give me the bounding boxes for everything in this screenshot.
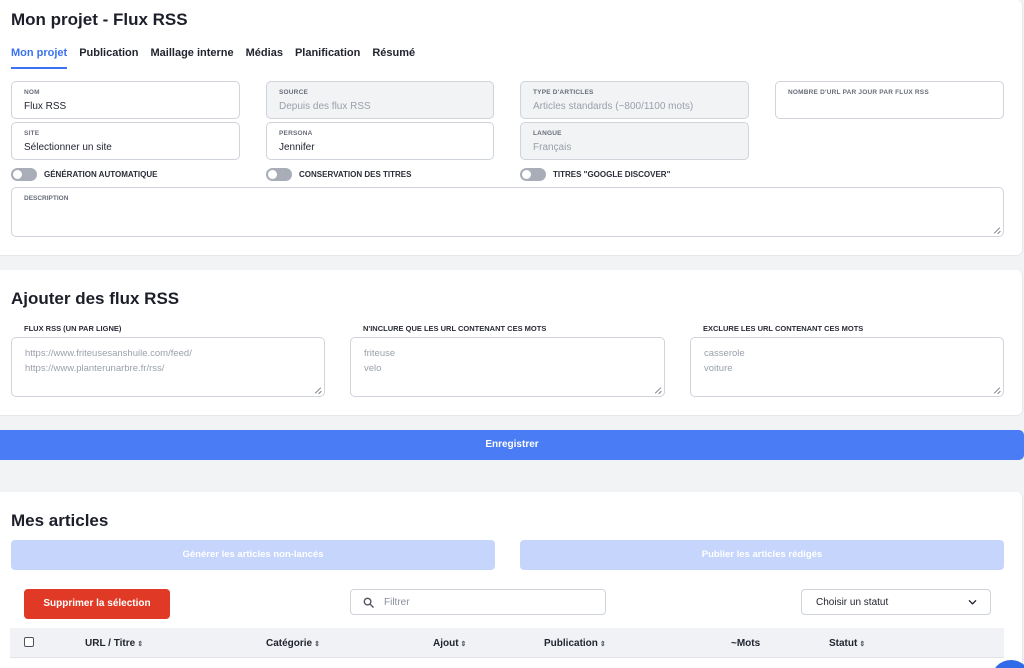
type-articles-value: Articles standards (~800/1100 mots)	[533, 101, 694, 112]
sort-icon: ⇕	[460, 641, 467, 648]
toggle-generation-automatique[interactable]: GÉNÉRATION AUTOMATIQUE	[11, 168, 157, 181]
status-select[interactable]: Choisir un statut	[801, 589, 991, 615]
chat-bubble-button[interactable]	[991, 660, 1024, 668]
feeds-label: FLUX RSS (UN PAR LIGNE)	[24, 324, 122, 333]
toggle-label: GÉNÉRATION AUTOMATIQUE	[44, 170, 158, 179]
type-articles-label: TYPE D'ARTICLES	[533, 89, 594, 96]
resize-handle-icon[interactable]	[994, 387, 1001, 394]
langue-value: Français	[533, 142, 572, 153]
nom-label: NOM	[24, 89, 40, 96]
tab-medias[interactable]: Médias	[245, 47, 283, 59]
exclude-placeholder: casserole voiture	[704, 348, 745, 374]
source-field: SOURCE Depuis des flux RSS	[266, 81, 494, 119]
select-all-checkbox[interactable]	[24, 637, 34, 647]
nom-field[interactable]: NOM Flux RSS	[11, 81, 240, 119]
filter-placeholder: Filtrer	[384, 597, 410, 608]
toggle-switch[interactable]	[266, 168, 292, 181]
sort-icon: ⇕	[137, 641, 144, 648]
publish-articles-button[interactable]: Publier les articles rédigés	[520, 540, 1004, 570]
feeds-placeholder: https://www.friteusesanshuile.com/feed/ …	[25, 348, 192, 374]
delete-selection-button[interactable]: Supprimer la sélection	[24, 589, 170, 619]
description-textarea[interactable]: DESCRIPTION	[11, 187, 1004, 237]
generate-articles-button[interactable]: Générer les articles non-lancés	[11, 540, 495, 570]
toggle-switch[interactable]	[520, 168, 546, 181]
rss-section-title: Ajouter des flux RSS	[11, 289, 180, 308]
tab-publication[interactable]: Publication	[79, 47, 139, 59]
column-statut[interactable]: Statut⇕	[829, 638, 866, 649]
feeds-textarea[interactable]: https://www.friteusesanshuile.com/feed/ …	[11, 337, 325, 397]
toggle-label: CONSERVATION DES TITRES	[299, 170, 412, 179]
site-value: Sélectionner un site	[24, 142, 112, 153]
langue-field: LANGUE Français	[520, 122, 749, 160]
tab-maillage-interne[interactable]: Maillage interne	[150, 47, 234, 59]
project-card: Mon projet - Flux RSS Mon projet Publica…	[0, 0, 1023, 256]
sort-icon: ⇕	[599, 641, 606, 648]
toggle-conservation-titres[interactable]: CONSERVATION DES TITRES	[266, 168, 411, 181]
page-title: Mon projet - Flux RSS	[11, 10, 188, 29]
site-label: SITE	[24, 130, 40, 137]
include-label: N'INCLURE QUE LES URL CONTENANT CES MOTS	[363, 324, 547, 333]
save-button[interactable]: Enregistrer	[0, 430, 1024, 460]
exclude-label: EXCLURE LES URL CONTENANT CES MOTS	[703, 324, 864, 333]
filter-input[interactable]: Filtrer	[350, 589, 606, 615]
status-select-value: Choisir un statut	[816, 597, 889, 608]
type-articles-field: TYPE D'ARTICLES Articles standards (~800…	[520, 81, 749, 119]
column-mots[interactable]: ~Mots	[731, 638, 761, 649]
resize-handle-icon[interactable]	[994, 227, 1001, 234]
site-select[interactable]: SITE Sélectionner un site	[11, 122, 240, 160]
source-label: SOURCE	[279, 89, 309, 96]
toggle-google-discover[interactable]: TITRES "GOOGLE DISCOVER"	[520, 168, 670, 181]
sort-icon: ⇕	[314, 641, 320, 648]
articles-section-title: Mes articles	[11, 511, 109, 530]
toggle-label: TITRES "GOOGLE DISCOVER"	[553, 170, 671, 179]
include-placeholder: friteuse velo	[364, 348, 396, 374]
column-ajout[interactable]: Ajout⇕	[433, 638, 467, 649]
persona-label: PERSONA	[279, 130, 313, 137]
tab-resume[interactable]: Résumé	[372, 47, 416, 59]
search-icon	[363, 597, 374, 608]
nb-url-field[interactable]: NOMBRE D'URL PAR JOUR PAR FLUX RSS	[775, 81, 1004, 119]
tab-planification[interactable]: Planification	[294, 47, 361, 59]
include-words-textarea[interactable]: friteuse velo	[350, 337, 665, 397]
description-label: DESCRIPTION	[24, 195, 69, 202]
source-value: Depuis des flux RSS	[279, 101, 371, 112]
tab-bar: Mon projet Publication Maillage interne …	[11, 47, 427, 69]
nb-url-label: NOMBRE D'URL PAR JOUR PAR FLUX RSS	[788, 89, 929, 96]
column-categorie[interactable]: Catégorie⇕	[266, 638, 320, 649]
table-header: URL / Titre⇕ Catégorie⇕ Ajout⇕ Publicati…	[10, 628, 1004, 658]
toggle-switch[interactable]	[11, 168, 37, 181]
column-publication[interactable]: Publication⇕	[544, 638, 606, 649]
resize-handle-icon[interactable]	[655, 387, 662, 394]
langue-label: LANGUE	[533, 130, 562, 137]
nom-value: Flux RSS	[24, 101, 67, 112]
exclude-words-textarea[interactable]: casserole voiture	[690, 337, 1004, 397]
chevron-down-icon	[968, 600, 977, 605]
tab-mon-projet[interactable]: Mon projet	[11, 47, 68, 69]
sort-icon: ⇕	[859, 641, 866, 648]
persona-select[interactable]: PERSONA Jennifer	[266, 122, 494, 160]
persona-value: Jennifer	[279, 142, 315, 153]
resize-handle-icon[interactable]	[315, 387, 322, 394]
column-url-titre[interactable]: URL / Titre⇕	[85, 638, 144, 649]
